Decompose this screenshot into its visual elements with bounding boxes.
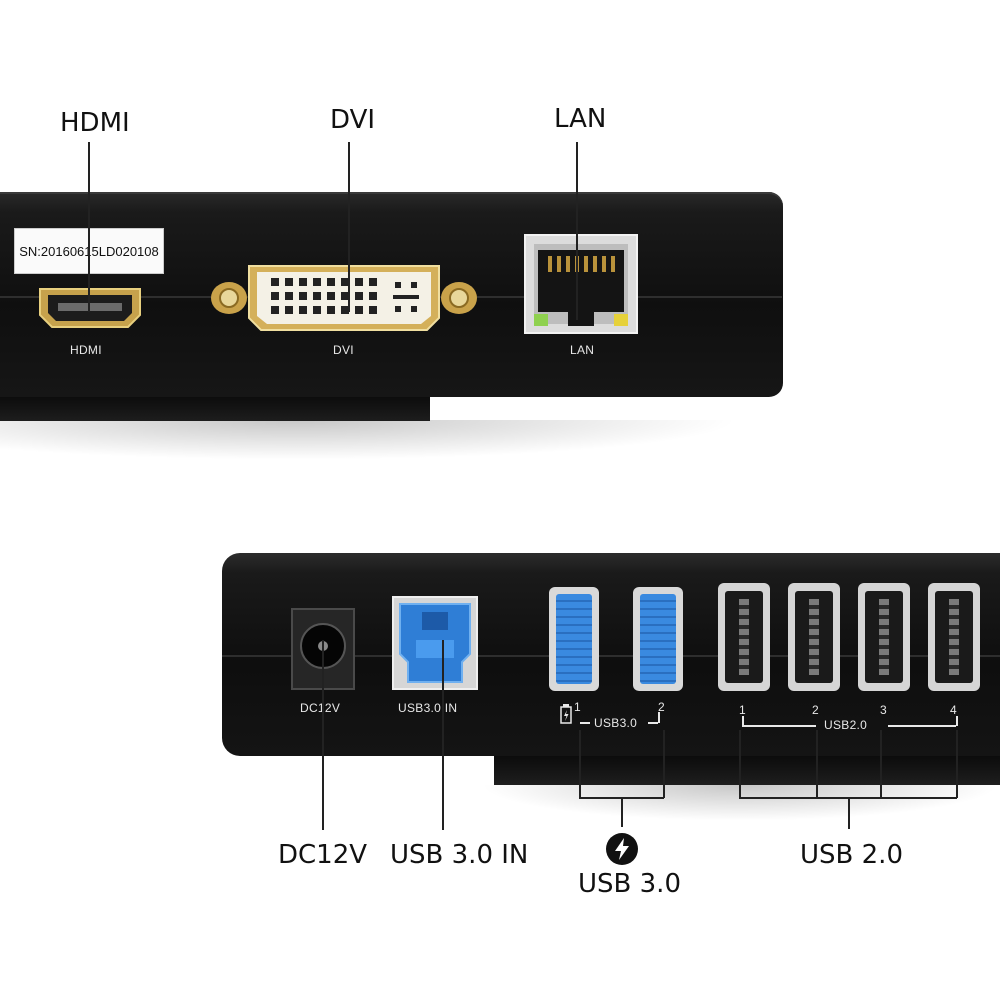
bottom-device-seam <box>222 655 1000 657</box>
dc12v-callout-line <box>322 640 324 830</box>
usb2-port-number-4: 4 <box>950 703 957 717</box>
usb3-in-callout-line <box>442 640 444 830</box>
usb3-in-port <box>392 596 478 690</box>
lan-port <box>524 234 638 334</box>
hdmi-callout-line <box>88 142 90 312</box>
usb3-port-1 <box>549 587 599 691</box>
usb3-port-number-1: 1 <box>574 700 581 714</box>
usb2-callout-line-1 <box>739 730 741 798</box>
usb2-callout-line-2 <box>816 730 818 798</box>
usb3-in-panel-label: USB3.0 IN <box>398 701 458 715</box>
top-device-base <box>0 395 430 421</box>
usb2-bracket-right <box>888 725 956 727</box>
hdmi-callout-label: HDMI <box>60 108 130 138</box>
usb2-bracket-left <box>742 725 816 727</box>
usb3-bracket-tick <box>658 712 660 723</box>
usb2-port-2 <box>788 583 840 691</box>
lan-callout-label: LAN <box>554 104 607 134</box>
usb2-port-4 <box>928 583 980 691</box>
usb3-callout-label: USB 3.0 <box>578 869 681 899</box>
usb3-port-number-2: 2 <box>658 700 665 714</box>
lan-panel-label: LAN <box>570 343 595 357</box>
usb2-port-number-3: 3 <box>880 703 887 717</box>
usb2-callout-line-4 <box>956 730 958 798</box>
dvi-panel-label: DVI <box>333 343 354 357</box>
dvi-callout-line <box>348 142 350 312</box>
bottom-device-base <box>494 755 1000 785</box>
lan-callout-line <box>576 142 578 320</box>
usb2-port-3 <box>858 583 910 691</box>
usb3-callout-line-1 <box>579 730 581 798</box>
usb2-port-number-1: 1 <box>739 703 746 717</box>
hdmi-port <box>39 288 141 328</box>
dvi-callout-label: DVI <box>330 105 376 135</box>
dvi-port <box>211 265 477 331</box>
hdmi-panel-label: HDMI <box>70 343 102 357</box>
usb2-callout-line-3 <box>880 730 882 798</box>
usb2-port-number-2: 2 <box>812 703 819 717</box>
usb3-bracket-left <box>580 722 590 724</box>
top-device-shadow <box>0 420 740 460</box>
usb2-callout-label: USB 2.0 <box>800 840 903 870</box>
usb2-bracket-tick-right <box>956 716 958 726</box>
usb2-callout-stem <box>848 797 850 829</box>
usb2-port-1 <box>718 583 770 691</box>
usb3-callout-stem <box>621 797 623 827</box>
usb2-group-panel-label: USB2.0 <box>824 718 868 732</box>
lightning-bolt-icon <box>606 833 638 865</box>
battery-icon <box>560 704 572 724</box>
usb3-callout-line-2 <box>663 730 665 798</box>
usb3-group-panel-label: USB3.0 <box>594 716 638 730</box>
usb3-in-callout-label: USB 3.0 IN <box>390 840 529 870</box>
dc-panel-label: DC12V <box>300 701 341 715</box>
usb3-bracket-right <box>648 722 658 724</box>
usb2-bracket-tick-left <box>742 716 744 726</box>
dc12v-callout-label: DC12V <box>278 840 368 870</box>
usb3-port-2 <box>633 587 683 691</box>
